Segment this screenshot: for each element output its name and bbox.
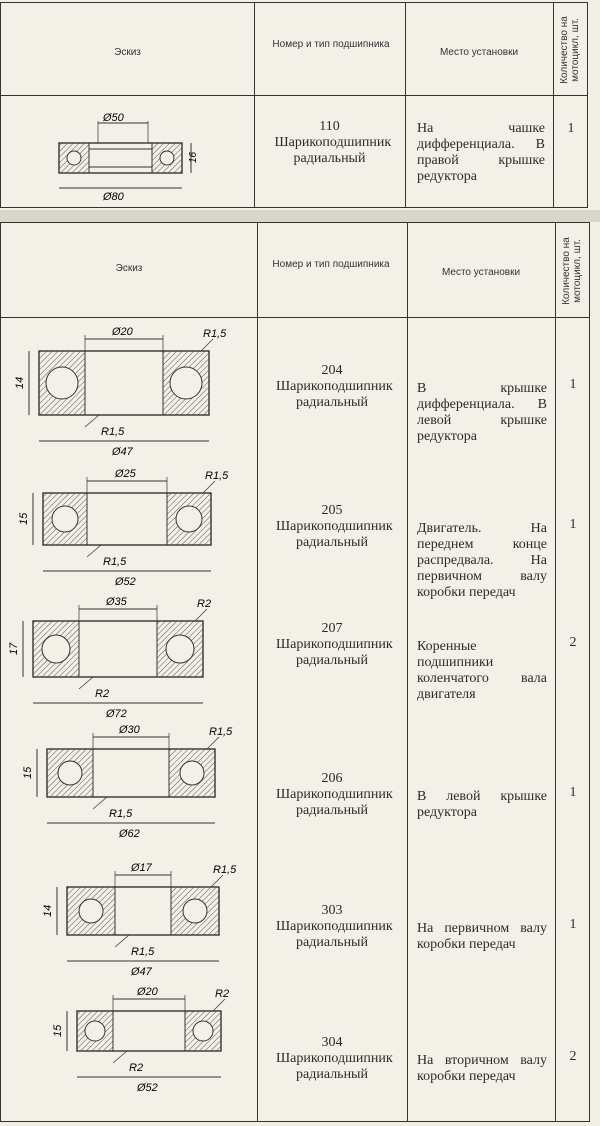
row-type: Шарикоподшипник радиальный: [276, 787, 393, 818]
row-place: В левой крышке редуктора: [417, 789, 547, 820]
row-quantity: 2: [569, 635, 577, 650]
dim-width: 14: [42, 905, 54, 917]
dim-radius-bottom: R1,5: [109, 808, 133, 820]
row-quantity: 1: [567, 121, 575, 136]
dim-radius-top: R1,5: [205, 470, 229, 482]
top-fragment: Эскиз Номер и тип подшипника Место устан…: [0, 0, 600, 210]
dim-outer: Ø72: [105, 708, 127, 720]
row-place: На первичном валу коробки передач: [417, 921, 547, 952]
dim-width: 17: [8, 642, 20, 655]
row-quantity: 2: [569, 1049, 577, 1064]
dim-width: 15: [52, 1024, 64, 1037]
row-type: Шарикоподшипник радиальный: [276, 1051, 393, 1082]
dim-inner: Ø35: [105, 596, 128, 608]
row-place: На чашке дифференциала. В правой крышке …: [417, 121, 545, 184]
dim-outer: Ø52: [114, 576, 136, 588]
dim-outer: Ø62: [118, 828, 140, 840]
table-main: Эскиз Номер и тип подшипника Место устан…: [0, 222, 590, 1122]
dim-radius-top: R1,5: [203, 328, 227, 340]
row-type: Шарикоподшипник радиальный: [276, 919, 393, 950]
dim-width: 15: [22, 766, 34, 779]
row-place: Двигатель. На переднем конце распредвала…: [417, 521, 547, 600]
header-sketch: Эскиз: [115, 263, 143, 274]
dim-inner: Ø20: [136, 986, 159, 998]
header-sketch: Эскиз: [114, 47, 141, 58]
row-type: Шарикоподшипник радиальный: [276, 379, 393, 410]
dim-radius-top: R1,5: [213, 864, 237, 876]
dim-radius-top: R1,5: [209, 726, 233, 738]
header-place: Место установки: [441, 267, 521, 278]
dim-radius-bottom: R1,5: [103, 556, 127, 568]
dim-radius-bottom: R1,5: [131, 946, 155, 958]
row-place: В крышке дифференциала. В левой крышке р…: [417, 381, 547, 444]
dim-radius-top: R2: [215, 988, 229, 1000]
dim-inner: Ø25: [114, 468, 137, 480]
bearing-sketch-110: Ø50 16 Ø80: [58, 112, 199, 203]
row-place: На вторичном валу коробки передач: [417, 1053, 547, 1084]
row-type: Шарикоподшипник радиальный: [276, 519, 393, 550]
header-place: Место установки: [439, 47, 519, 58]
dim-width: 14: [14, 377, 26, 389]
dim-inner: Ø30: [118, 724, 141, 736]
row-place: Коренные подшипники коленчатого вала дви…: [417, 639, 547, 702]
dim-outer: Ø47: [130, 966, 153, 978]
dim-radius-bottom: R2: [95, 688, 109, 700]
row-quantity: 1: [569, 377, 577, 392]
header-number-type: Номер и тип подшипника: [272, 39, 390, 50]
dim-inner: Ø20: [111, 326, 134, 338]
dim-outer: Ø80: [102, 191, 125, 203]
header-quantity: Количество на мотоцикл, шт.: [559, 16, 581, 84]
row-quantity: 1: [569, 785, 577, 800]
dim-radius-bottom: R1,5: [101, 426, 125, 438]
row-type: Шарикоподшипник радиальный: [274, 135, 392, 166]
main-fragment: Эскиз Номер и тип подшипника Место устан…: [0, 222, 600, 1126]
dim-outer: Ø52: [136, 1082, 158, 1094]
dim-radius-top: R2: [197, 598, 211, 610]
dim-radius-bottom: R2: [129, 1062, 143, 1074]
dim-width: 15: [18, 512, 30, 525]
row-quantity: 1: [569, 917, 577, 932]
dim-outer: Ø47: [111, 446, 134, 458]
row-type: Шарикоподшипник радиальный: [276, 637, 393, 668]
dim-inner: Ø50: [102, 112, 125, 124]
dim-inner: Ø17: [130, 862, 153, 874]
header-quantity: Количество на мотоцикл, шт.: [561, 237, 583, 305]
dim-width: 16: [188, 151, 199, 163]
table-top: Эскиз Номер и тип подшипника Место устан…: [0, 2, 588, 208]
header-number-type: Номер и тип подшипника: [272, 259, 390, 270]
row-quantity: 1: [569, 517, 577, 532]
